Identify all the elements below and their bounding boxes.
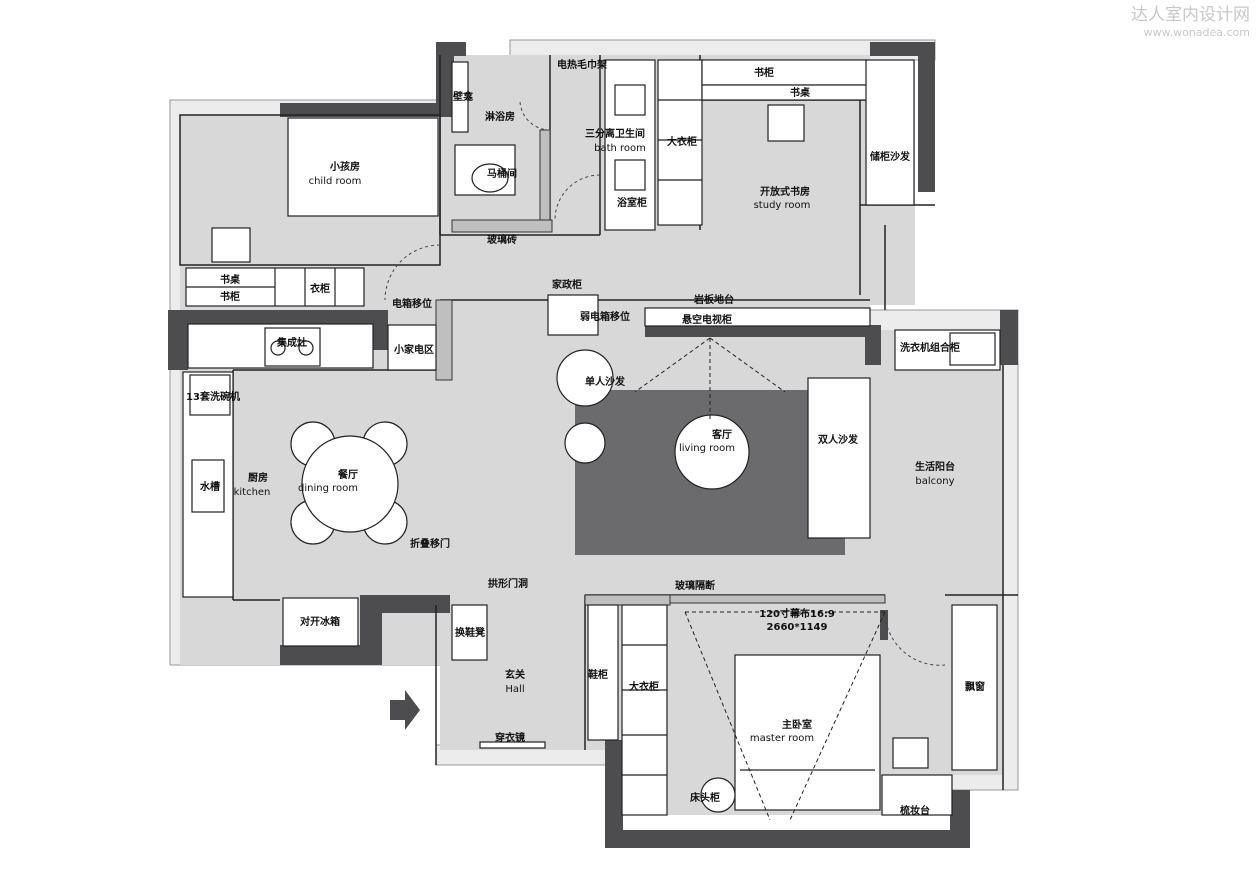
watermark-url: www.wonadea.com [1144, 26, 1250, 39]
svg-text:拱形门洞: 拱形门洞 [488, 577, 528, 590]
living-room-en: living room [679, 443, 735, 454]
bedside-table [700, 777, 736, 813]
svg-text:集成灶: 集成灶 [276, 336, 307, 349]
room-labels: 小孩房 child room 三分离卫生间 bath room 开放式书房 st… [234, 127, 955, 744]
storage-sofa [865, 59, 915, 206]
svg-text:玻璃隔断: 玻璃隔断 [675, 579, 715, 592]
furniture [182, 59, 1001, 816]
svg-text:洗衣机组合柜: 洗衣机组合柜 [900, 341, 960, 354]
svg-text:淋浴房: 淋浴房 [485, 110, 515, 123]
svg-text:电箱移位: 电箱移位 [392, 297, 432, 310]
sink [191, 459, 225, 513]
master-bed [734, 654, 881, 811]
svg-text:书柜: 书柜 [220, 290, 240, 303]
dresser-stool [892, 737, 929, 769]
child-room-en: child room [309, 176, 362, 187]
svg-text:折叠移门: 折叠移门 [410, 537, 450, 550]
svg-text:书桌: 书桌 [790, 86, 810, 99]
door-swings [384, 99, 946, 666]
master-room-cn: 主卧室 [782, 718, 812, 731]
study-chair [767, 104, 805, 142]
bath-room-cn: 三分离卫生间 [585, 127, 645, 140]
coffee-table [674, 414, 750, 490]
study-bookshelf [701, 59, 868, 86]
svg-text:对开冰箱: 对开冰箱 [300, 615, 340, 628]
study-room-cn: 开放式书房 [760, 185, 810, 198]
bay-window [951, 604, 998, 771]
svg-text:书桌: 书桌 [220, 273, 240, 286]
living-room-cn: 客厅 [711, 428, 732, 441]
svg-text:弱电箱移位: 弱电箱移位 [580, 310, 630, 323]
dining-table [301, 435, 399, 533]
home-cabinet [547, 294, 599, 336]
dining-room-en: dining room [298, 483, 358, 494]
svg-text:壁龛: 壁龛 [453, 90, 474, 103]
svg-text:换鞋凳: 换鞋凳 [455, 626, 485, 639]
shoe-cabinet [587, 604, 619, 741]
svg-text:电热毛巾架: 电热毛巾架 [557, 58, 607, 71]
svg-text:120寸幕布16:9: 120寸幕布16:9 [759, 607, 835, 620]
svg-text:飘窗: 飘窗 [965, 680, 985, 693]
svg-text:家政柜: 家政柜 [552, 278, 582, 291]
svg-text:大衣柜: 大衣柜 [667, 135, 697, 148]
study-desk [701, 84, 868, 101]
toilet [471, 163, 509, 193]
furniture-labels: 壁龛 电热毛巾架 淋浴房 马桶间 玻璃砖 浴室柜 大衣柜 书柜 书桌 储柜沙发 … [186, 58, 985, 817]
double-sofa [807, 377, 871, 539]
kitchen-en: kitchen [234, 487, 271, 498]
hall-en: Hall [505, 684, 524, 695]
entry-arrow-icon [390, 690, 420, 730]
tv-cabinet [644, 307, 871, 327]
svg-text:玻璃砖: 玻璃砖 [487, 233, 517, 246]
balcony-en: balcony [915, 476, 954, 487]
balcony-cn: 生活阳台 [915, 460, 955, 473]
projection-lines [634, 337, 886, 821]
svg-text:床头柜: 床头柜 [690, 791, 720, 804]
svg-text:小家电区: 小家电区 [393, 343, 434, 356]
dining-room-cn: 餐厅 [337, 468, 358, 481]
svg-text:岩板地台: 岩板地台 [693, 293, 734, 306]
hall-cn: 玄关 [505, 668, 525, 681]
child-chair [211, 227, 251, 263]
svg-text:悬空电视柜: 悬空电视柜 [681, 313, 732, 326]
child-room-cn: 小孩房 [329, 160, 360, 173]
master-wardrobe [621, 604, 668, 816]
kitchen-cn: 厨房 [248, 471, 268, 484]
svg-text:书柜: 书柜 [754, 66, 774, 79]
svg-text:鞋柜: 鞋柜 [588, 668, 608, 681]
svg-text:水槽: 水槽 [199, 480, 220, 493]
svg-text:梳妆台: 梳妆台 [899, 804, 930, 817]
svg-text:2660*1149: 2660*1149 [767, 622, 828, 633]
appliance-area [387, 324, 437, 371]
svg-text:大衣柜: 大衣柜 [629, 680, 659, 693]
dresser [881, 774, 953, 816]
double-fridge [282, 597, 359, 647]
watermark-title: 达人室内设计网 [1131, 5, 1250, 25]
svg-text:单人沙发: 单人沙发 [585, 375, 626, 388]
svg-text:浴室柜: 浴室柜 [617, 196, 647, 209]
child-bed [287, 117, 439, 217]
study-room-en: study room [754, 200, 811, 211]
shoe-bench [451, 604, 488, 661]
side-table [564, 422, 606, 464]
master-room-en: master room [750, 733, 814, 744]
svg-text:穿衣镜: 穿衣镜 [495, 731, 525, 744]
brick-walls [435, 129, 886, 606]
study-wardrobe [657, 59, 703, 226]
svg-text:13套洗碗机: 13套洗碗机 [186, 390, 240, 403]
bath-room-en: bath room [594, 143, 646, 154]
mirror [479, 741, 546, 749]
svg-text:衣柜: 衣柜 [310, 282, 330, 295]
svg-text:马桶间: 马桶间 [487, 167, 517, 180]
armchair [556, 349, 614, 407]
svg-text:双人沙发: 双人沙发 [818, 433, 859, 446]
svg-text:储柜沙发: 储柜沙发 [869, 150, 911, 163]
